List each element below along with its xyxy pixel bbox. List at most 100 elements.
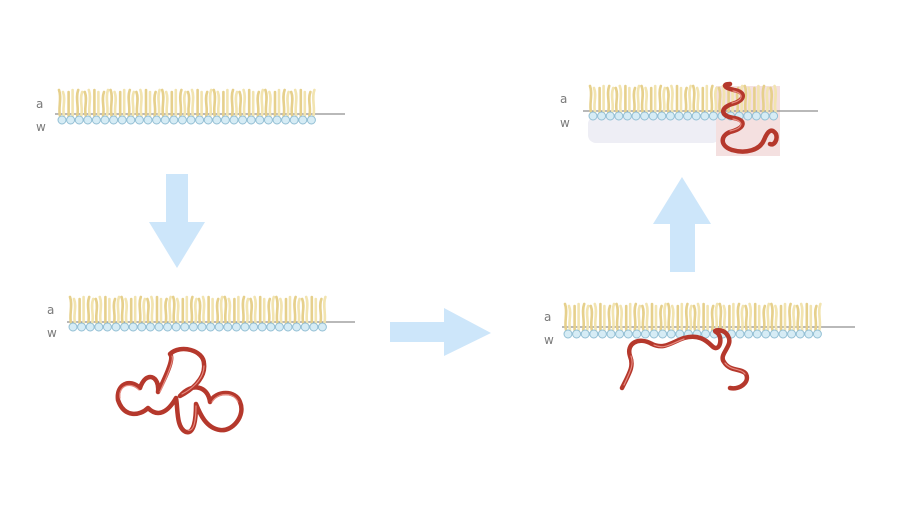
lipid-molecule: [795, 302, 805, 339]
lipid-molecule: [597, 302, 607, 339]
lipid-molecule: [255, 88, 265, 125]
water-label: w: [36, 120, 46, 134]
air-label: a: [560, 92, 567, 106]
lipid-molecule: [300, 295, 310, 332]
lipid-molecule: [606, 302, 616, 339]
lipid-molecule: [306, 88, 316, 125]
lipid-molecule: [231, 295, 241, 332]
lipid-molecule: [622, 84, 632, 121]
lipid-molecule: [708, 84, 718, 121]
lipid-monolayer: [563, 302, 822, 339]
arrow-up-icon: [653, 177, 711, 272]
lipid-molecule: [632, 302, 642, 339]
lipid-molecule: [597, 84, 607, 121]
lipid-molecule: [787, 302, 797, 339]
lipid-molecule: [272, 88, 282, 125]
lipid-molecule: [83, 88, 93, 125]
lipid-molecule: [68, 295, 78, 332]
lipid-molecule: [134, 88, 144, 125]
lipid-molecule: [143, 88, 153, 125]
lipid-molecule: [657, 84, 667, 121]
subphase-shade: [588, 116, 720, 143]
water-label: w: [560, 116, 570, 130]
lipid-molecule: [683, 302, 693, 339]
lipid-monolayer: [68, 295, 327, 332]
lipid-molecule: [203, 88, 213, 125]
lipid-molecule: [220, 88, 230, 125]
lipid-molecule: [137, 295, 147, 332]
unfolded-protein: [619, 328, 750, 391]
lipid-molecule: [57, 88, 67, 125]
lipid-molecule: [648, 84, 658, 121]
lipid-molecule: [778, 302, 788, 339]
lipid-molecule: [614, 84, 624, 121]
lipid-molecule: [249, 295, 259, 332]
lipid-molecule: [238, 88, 248, 125]
lipid-molecule: [229, 88, 239, 125]
lipid-molecule: [812, 302, 822, 339]
lipid-molecule: [615, 302, 625, 339]
lipid-molecule: [700, 84, 710, 121]
lipid-molecule: [743, 84, 753, 121]
lipid-molecule: [206, 295, 216, 332]
lipid-molecule: [163, 295, 173, 332]
lipid-monolayer: [588, 84, 779, 121]
water-label: w: [544, 333, 554, 347]
lipid-molecule: [580, 302, 590, 339]
panel-1-bare-membrane: a w: [36, 88, 345, 134]
lipid-molecule: [751, 84, 761, 121]
lipid-molecule: [154, 295, 164, 332]
lipid-molecule: [186, 88, 196, 125]
lipid-molecule: [145, 295, 155, 332]
lipid-molecule: [675, 302, 685, 339]
lipid-molecule: [292, 295, 302, 332]
lipid-molecule: [658, 302, 668, 339]
lipid-molecule: [263, 88, 273, 125]
lipid-molecule: [289, 88, 299, 125]
lipid-molecule: [769, 302, 779, 339]
lipid-molecule: [744, 302, 754, 339]
lipid-molecule: [701, 302, 711, 339]
lipid-molecule: [674, 84, 684, 121]
lipid-molecule: [589, 302, 599, 339]
lipid-molecule: [563, 302, 573, 339]
air-label: a: [47, 303, 54, 317]
panel-3-unfolded-protein-adsorbed: a w: [544, 302, 855, 391]
folded-protein: [115, 346, 244, 435]
lipid-molecule: [804, 302, 814, 339]
lipid-molecule: [223, 295, 233, 332]
panel-4-helix-inserted: a w: [560, 81, 818, 156]
lipid-molecule: [666, 302, 676, 339]
lipid-molecule: [197, 295, 207, 332]
lipid-molecule: [665, 84, 675, 121]
lipid-molecule: [761, 302, 771, 339]
lipid-molecule: [605, 84, 615, 121]
lipid-molecule: [212, 88, 222, 125]
lipid-molecule: [623, 302, 633, 339]
lipid-molecule: [246, 88, 256, 125]
lipid-molecule: [66, 88, 76, 125]
lipid-molecule: [274, 295, 284, 332]
lipid-molecule: [180, 295, 190, 332]
lipid-molecule: [177, 88, 187, 125]
lipid-molecule: [120, 295, 130, 332]
lipid-molecule: [691, 84, 701, 121]
lipid-molecule: [126, 88, 136, 125]
lipid-molecule: [169, 88, 179, 125]
lipid-molecule: [281, 88, 291, 125]
lipid-molecule: [240, 295, 250, 332]
lipid-molecule: [195, 88, 205, 125]
lipid-molecule: [631, 84, 641, 121]
lipid-molecule: [91, 88, 101, 125]
lipid-monolayer: [57, 88, 316, 125]
lipid-molecule: [257, 295, 267, 332]
arrow-down-icon: [149, 174, 205, 268]
lipid-molecule: [85, 295, 95, 332]
air-label: a: [544, 310, 551, 324]
lipid-molecule: [94, 295, 104, 332]
lipid-molecule: [692, 302, 702, 339]
arrow-right-icon: [390, 308, 491, 356]
lipid-molecule: [649, 302, 659, 339]
lipid-molecule: [128, 295, 138, 332]
